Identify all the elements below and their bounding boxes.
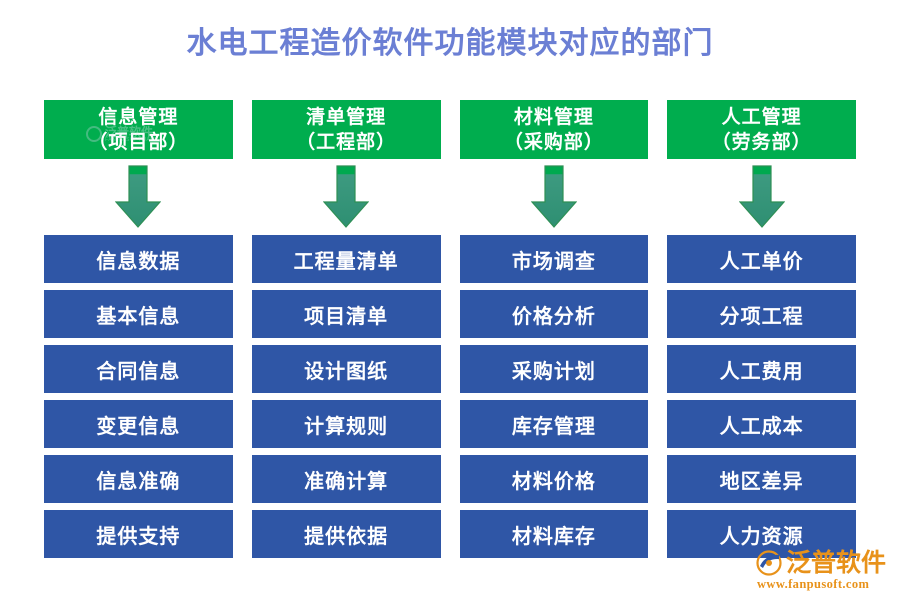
item-box[interactable]: 库存管理 [459,400,649,448]
item-box[interactable]: 采购计划 [459,345,649,393]
item-box[interactable]: 准确计算 [251,455,441,503]
brand-url: www.fanpusoft.com [756,577,870,591]
header-module-name: 信息管理 [98,106,179,128]
header-module-name: 清单管理 [306,106,387,128]
item-box[interactable]: 人工费用 [667,345,856,393]
item-box[interactable]: 计算规则 [251,400,441,448]
header-box-labor-management[interactable]: 人工管理 （劳务部） [667,100,856,159]
item-box[interactable]: 地区差异 [667,455,856,503]
item-box[interactable]: 分项工程 [667,290,856,338]
column-labor-management: 人工管理 （劳务部） 人工单价 分项工程 人工费用 人工成本 地区差异 人力资源 [667,100,856,558]
item-box[interactable]: 人工单价 [667,235,856,283]
down-arrow-icon [738,165,785,229]
item-box[interactable]: 人力资源 [667,510,856,558]
arrow-zone [44,159,233,235]
page-title: 水电工程造价软件功能模块对应的部门 [186,27,714,60]
item-box[interactable]: 信息数据 [44,235,233,283]
header-department-name: （工程部） [296,131,397,153]
item-box[interactable]: 基本信息 [44,290,233,338]
column-bill-management: 清单管理 （工程部） 工程量清单 项目清单 设计图纸 计算规则 准确计算 提供依… [251,100,441,558]
item-box[interactable]: 项目清单 [251,290,441,338]
item-box[interactable]: 变更信息 [44,400,233,448]
item-box[interactable]: 提供依据 [251,510,441,558]
item-box[interactable]: 人工成本 [667,400,856,448]
arrow-zone [460,159,649,235]
header-department-name: （劳务部） [711,131,812,153]
item-box[interactable]: 材料价格 [459,455,649,503]
columns-container: 信息管理 （项目部） [44,100,856,558]
header-department-name: （项目部） [88,131,189,153]
item-box[interactable]: 工程量清单 [251,235,441,283]
column-material-management: 材料管理 （采购部） 市场调查 价格分析 采购计划 库存管理 材料价格 材料库存 [459,100,649,558]
header-department-name: （采购部） [503,131,604,153]
header-module-name: 人工管理 [721,106,802,128]
arrow-zone [252,159,441,235]
down-arrow-icon [323,165,370,229]
column-information-management: 信息管理 （项目部） [44,100,233,558]
down-arrow-icon [530,165,577,229]
header-module-name: 材料管理 [513,106,594,128]
arrow-zone [667,159,856,235]
item-box[interactable]: 设计图纸 [251,345,441,393]
item-box[interactable]: 材料库存 [459,510,649,558]
item-box[interactable]: 提供支持 [44,510,233,558]
item-box[interactable]: 价格分析 [459,290,649,338]
header-box-material-management[interactable]: 材料管理 （采购部） [459,100,649,159]
down-arrow-icon [115,165,162,229]
header-box-bill-management[interactable]: 清单管理 （工程部） [251,100,441,159]
header-box-information-management[interactable]: 信息管理 （项目部） [44,100,233,159]
item-box[interactable]: 信息准确 [44,455,233,503]
item-box[interactable]: 合同信息 [44,345,233,393]
item-box[interactable]: 市场调查 [459,235,649,283]
